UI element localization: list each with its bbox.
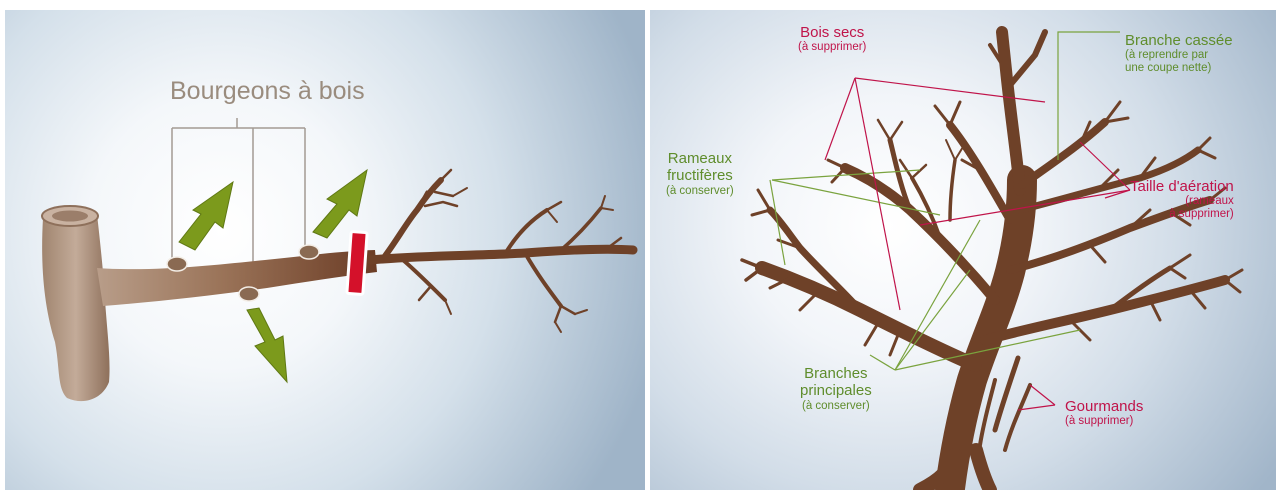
bois-secs-label: Bois secs (à supprimer) [798, 24, 866, 54]
right-panel-tree-pruning: Bois secs (à supprimer) Branche cassée (… [650, 10, 1276, 490]
arrow-down [247, 308, 287, 382]
bud-1 [167, 257, 187, 271]
main-limb [97, 250, 377, 306]
arrow-up-left [179, 182, 233, 250]
water-sprout-2 [1005, 385, 1030, 450]
branch-stump [42, 206, 110, 401]
taille-aeration-label: Taille d'aération (rameaux à supprimer) [1130, 178, 1234, 222]
arrow-up-right [313, 170, 367, 238]
rameaux-fructiferes-label: Rameaux fructifères (à conserver) [666, 150, 734, 198]
bourgeons-title: Bourgeons à bois [170, 77, 365, 106]
bud-2 [239, 287, 259, 301]
branche-cassee-label: Branche cassée (à reprendre par une coup… [1125, 32, 1233, 76]
branches-principales-label: Branches principales (à conserver) [800, 365, 872, 413]
tree-illustration [650, 10, 1276, 490]
left-panel-branch-buds: Bourgeons à bois [5, 10, 645, 490]
tree [742, 32, 1242, 490]
branch-twigs [370, 170, 633, 332]
bud-3 [299, 245, 319, 259]
gourmands-label: Gourmands (à supprimer) [1065, 398, 1143, 428]
left-main-branch [762, 268, 975, 365]
cut-marker [347, 232, 367, 295]
